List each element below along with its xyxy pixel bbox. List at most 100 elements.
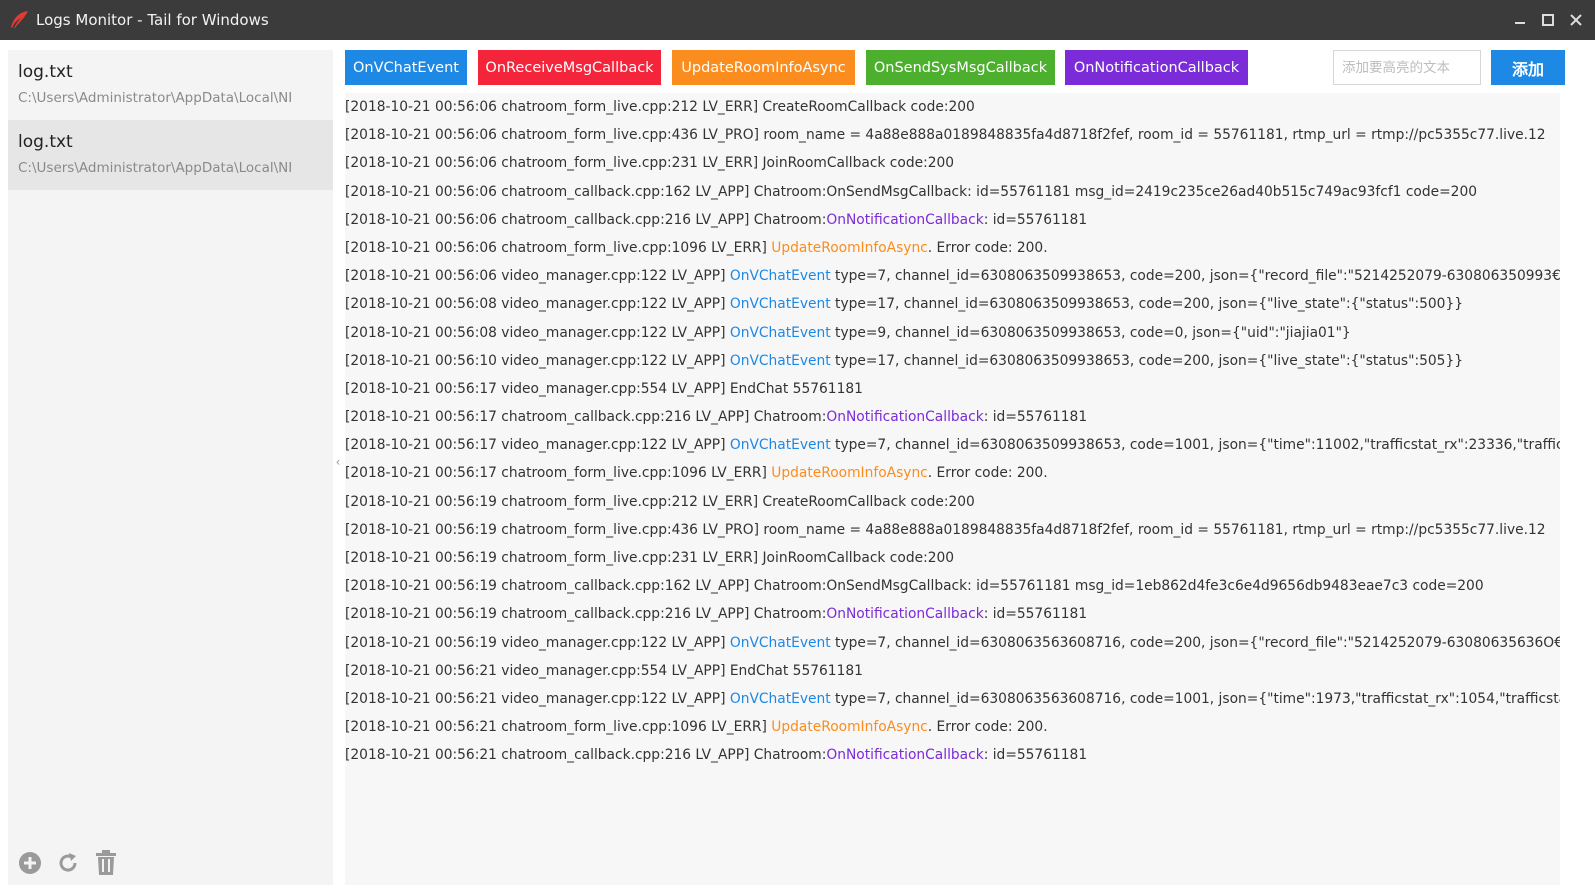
highlight-chip[interactable]: UpdateRoomInfoAsync [672, 50, 855, 85]
log-line: [2018-10-21 00:56:06 chatroom_form_live.… [345, 149, 1560, 177]
window-title: Logs Monitor - Tail for Windows [36, 11, 269, 29]
log-text: [2018-10-21 00:56:17 chatroom_form_live.… [345, 465, 772, 482]
log-line: [2018-10-21 00:56:06 chatroom_form_live.… [345, 234, 1560, 262]
refresh-icon[interactable] [54, 849, 82, 877]
log-text-rest: : id=55761181 [983, 606, 1088, 623]
log-text-rest: : id=55761181 [983, 747, 1088, 764]
log-text: [2018-10-21 00:56:19 chatroom_callback.c… [345, 606, 827, 623]
log-text: [2018-10-21 00:56:19 chatroom_callback.c… [345, 578, 1484, 595]
log-highlight: UpdateRoomInfoAsync [771, 465, 928, 482]
log-text-rest: . Error code: 200. [927, 239, 1048, 256]
log-text-rest: type=7, channel_id=6308063563608716, cod… [830, 634, 1560, 651]
log-text: [2018-10-21 00:56:21 video_manager.cpp:5… [345, 662, 863, 679]
file-name: log.txt [18, 62, 73, 82]
add-circle-icon[interactable] [16, 849, 44, 877]
log-text: [2018-10-21 00:56:19 video_manager.cpp:1… [345, 634, 730, 651]
log-text: [2018-10-21 00:56:17 chatroom_callback.c… [345, 409, 827, 426]
log-text-rest: type=7, channel_id=6308063509938653, cod… [830, 268, 1560, 285]
log-highlight: OnNotificationCallback [826, 747, 984, 764]
log-line: [2018-10-21 00:56:08 video_manager.cpp:1… [345, 290, 1560, 318]
log-text: [2018-10-21 00:56:19 chatroom_form_live.… [345, 493, 975, 510]
log-highlight: OnVChatEvent [729, 690, 831, 707]
log-line: [2018-10-21 00:56:19 chatroom_callback.c… [345, 572, 1560, 600]
feather-icon [6, 7, 32, 33]
log-line: [2018-10-21 00:56:19 chatroom_form_live.… [345, 516, 1560, 544]
log-text: [2018-10-21 00:56:06 chatroom_form_live.… [345, 155, 955, 172]
log-line: [2018-10-21 00:56:17 video_manager.cpp:5… [345, 375, 1560, 403]
highlight-chip[interactable]: OnNotificationCallback [1065, 50, 1248, 85]
log-highlight: UpdateRoomInfoAsync [771, 719, 928, 736]
log-text: [2018-10-21 00:56:19 chatroom_form_live.… [345, 550, 955, 566]
log-line: [2018-10-21 00:56:19 chatroom_callback.c… [345, 600, 1560, 628]
log-text: [2018-10-21 00:56:06 chatroom_callback.c… [345, 211, 827, 228]
log-highlight: OnNotificationCallback [826, 606, 984, 623]
add-highlight-button[interactable]: 添加 [1491, 50, 1565, 85]
log-line: [2018-10-21 00:56:17 video_manager.cpp:1… [345, 431, 1560, 459]
log-line: [2018-10-21 00:56:10 video_manager.cpp:1… [345, 347, 1560, 375]
log-line: [2018-10-21 00:56:19 chatroom_form_live.… [345, 488, 1560, 516]
log-text-rest: : id=55761181 [983, 409, 1088, 426]
log-line: [2018-10-21 00:56:19 chatroom_form_live.… [345, 544, 1560, 572]
highlight-chip[interactable]: OnVChatEvent [345, 50, 467, 85]
log-line: [2018-10-21 00:56:21 video_manager.cpp:5… [345, 657, 1560, 685]
log-text: [2018-10-21 00:56:10 video_manager.cpp:1… [345, 352, 730, 369]
log-text: [2018-10-21 00:56:08 video_manager.cpp:1… [345, 296, 730, 313]
log-line: [2018-10-21 00:56:17 chatroom_form_live.… [345, 459, 1560, 487]
log-line: [2018-10-21 00:56:21 chatroom_form_live.… [345, 713, 1560, 741]
log-highlight: OnVChatEvent [729, 437, 831, 454]
log-text-rest: type=9, channel_id=6308063509938653, cod… [830, 324, 1351, 341]
log-line: [2018-10-21 00:56:06 video_manager.cpp:1… [345, 262, 1560, 290]
log-line: [2018-10-21 00:56:21 chatroom_callback.c… [345, 741, 1560, 769]
log-text-rest: type=17, channel_id=6308063509938653, co… [830, 352, 1464, 369]
log-text: [2018-10-21 00:56:06 chatroom_callback.c… [345, 183, 1478, 200]
log-line: [2018-10-21 00:56:06 chatroom_callback.c… [345, 206, 1560, 234]
highlight-chip[interactable]: OnReceiveMsgCallback [478, 50, 661, 85]
log-text-rest: . Error code: 200. [927, 465, 1048, 482]
log-text: [2018-10-21 00:56:06 video_manager.cpp:1… [345, 268, 730, 285]
log-line: [2018-10-21 00:56:19 video_manager.cpp:1… [345, 629, 1560, 657]
log-line: [2018-10-21 00:56:06 chatroom_form_live.… [345, 121, 1560, 149]
window-controls [1511, 0, 1585, 40]
log-text: [2018-10-21 00:56:19 chatroom_form_live.… [345, 521, 1546, 538]
file-path: C:\Users\Administrator\AppData\Local\NI [18, 90, 293, 106]
collapse-chevron-icon[interactable]: ‹ [335, 455, 341, 469]
log-text: [2018-10-21 00:56:17 video_manager.cpp:5… [345, 380, 863, 397]
log-highlight: OnVChatEvent [729, 268, 831, 285]
trash-icon[interactable] [92, 849, 120, 877]
log-line: [2018-10-21 00:56:17 chatroom_callback.c… [345, 403, 1560, 431]
log-text: [2018-10-21 00:56:21 video_manager.cpp:1… [345, 690, 730, 707]
log-line: [2018-10-21 00:56:06 chatroom_form_live.… [345, 93, 1560, 121]
close-icon[interactable] [1567, 11, 1585, 29]
log-highlight: OnVChatEvent [729, 634, 831, 651]
log-text-rest: type=17, channel_id=6308063509938653, co… [830, 296, 1464, 313]
log-highlight: OnVChatEvent [729, 296, 831, 313]
log-highlight: UpdateRoomInfoAsync [771, 239, 928, 256]
highlight-text-input[interactable] [1333, 50, 1481, 85]
title-bar: Logs Monitor - Tail for Windows [0, 0, 1595, 40]
log-text: [2018-10-21 00:56:06 chatroom_form_live.… [345, 239, 772, 256]
minimize-icon[interactable] [1511, 11, 1529, 29]
log-highlight: OnVChatEvent [729, 352, 831, 369]
log-view[interactable]: [2018-10-21 00:56:06 chatroom_form_live.… [345, 93, 1560, 885]
log-text: [2018-10-21 00:56:08 video_manager.cpp:1… [345, 324, 730, 341]
log-text-rest: . Error code: 200. [927, 719, 1048, 736]
log-text: [2018-10-21 00:56:17 video_manager.cpp:1… [345, 437, 730, 454]
log-text: [2018-10-21 00:56:21 chatroom_form_live.… [345, 719, 772, 736]
sidebar-toolbar [16, 849, 120, 877]
log-line: [2018-10-21 00:56:08 video_manager.cpp:1… [345, 319, 1560, 347]
log-text: [2018-10-21 00:56:06 chatroom_form_live.… [345, 99, 975, 115]
log-line: [2018-10-21 00:56:06 chatroom_callback.c… [345, 178, 1560, 206]
file-name: log.txt [18, 132, 73, 152]
highlight-chip[interactable]: OnSendSysMsgCallback [866, 50, 1055, 85]
maximize-icon[interactable] [1539, 11, 1557, 29]
file-path: C:\Users\Administrator\AppData\Local\NI [18, 160, 293, 176]
log-text-rest: type=7, channel_id=6308063563608716, cod… [830, 690, 1560, 707]
log-text-rest: type=7, channel_id=6308063509938653, cod… [830, 437, 1560, 454]
log-highlight: OnNotificationCallback [826, 211, 984, 228]
log-line: [2018-10-21 00:56:21 video_manager.cpp:1… [345, 685, 1560, 713]
